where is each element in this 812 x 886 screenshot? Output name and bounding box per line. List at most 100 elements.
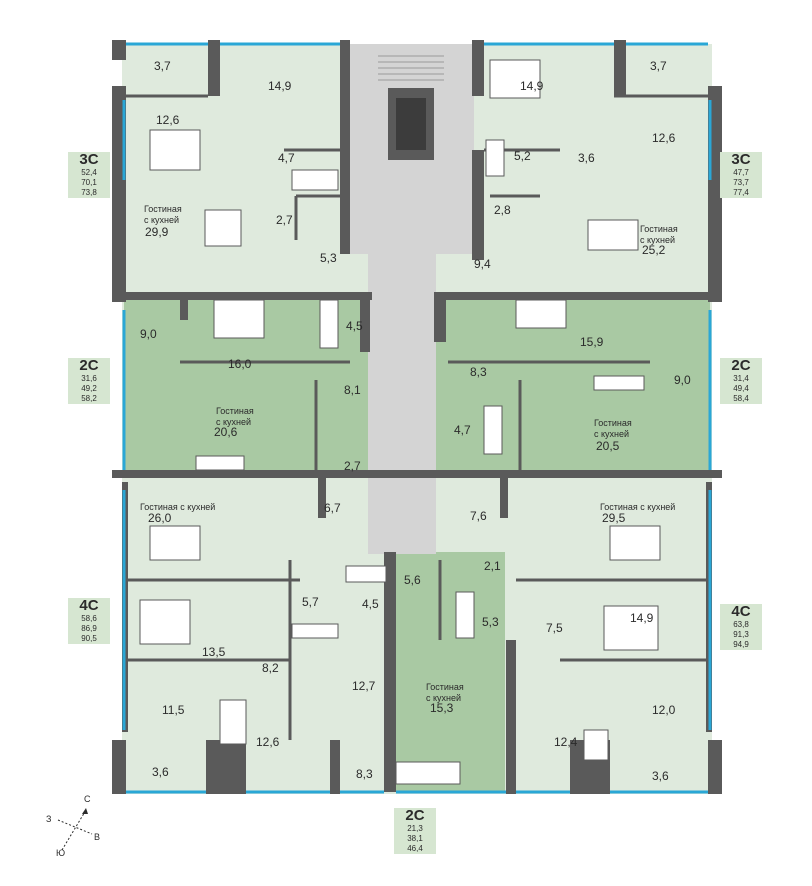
- kitchen-caption: с кухней: [426, 693, 461, 703]
- room-area: 5,3: [320, 251, 337, 265]
- apartment-area: 58,4: [733, 394, 749, 403]
- apartment-type: 4С: [79, 597, 99, 614]
- apartment-area: 73,7: [733, 178, 749, 187]
- apartment-badge: 2С 21,3 38,1 46,4: [394, 808, 436, 854]
- room-area: 20,6: [214, 425, 238, 439]
- room-area: 7,6: [470, 509, 487, 523]
- apartment-type: 3С: [79, 151, 99, 168]
- apartment-badge: 3С 47,7 73,7 77,4: [720, 152, 762, 198]
- apartment-area: 47,7: [733, 168, 749, 177]
- apartment-area: 46,4: [407, 844, 423, 853]
- apartment-badge: 2С 31,4 49,4 58,4: [720, 358, 762, 404]
- stairs: [378, 55, 444, 81]
- room-area: 4,7: [454, 423, 471, 437]
- furniture: [139, 59, 661, 785]
- room-area: 26,0: [148, 511, 172, 525]
- room-area: 8,2: [262, 661, 279, 675]
- room-area: 9,4: [474, 257, 491, 271]
- apartment-area: 63,8: [733, 620, 749, 629]
- kitchen-caption: с кухней: [216, 417, 251, 427]
- kitchen-caption: с кухней: [594, 429, 629, 439]
- room-area: 4,5: [346, 319, 363, 333]
- room-area: 7,5: [546, 621, 563, 635]
- living-caption: Гостиная: [426, 682, 464, 692]
- apartment-area: 38,1: [407, 834, 423, 843]
- room-area: 29,9: [145, 225, 169, 239]
- room-area: 8,3: [470, 365, 487, 379]
- apartment-area: 77,4: [733, 188, 749, 197]
- apartment-area: 94,9: [733, 640, 749, 649]
- apartment-2c-bottom: [395, 552, 505, 792]
- apartment-area: 31,6: [81, 374, 97, 383]
- room-area: 3,7: [650, 59, 667, 73]
- room-area: 15,9: [580, 335, 604, 349]
- apartment-type: 2С: [731, 357, 751, 374]
- room-area: 29,5: [602, 511, 626, 525]
- room-area: 3,6: [152, 765, 169, 779]
- apartment-area: 58,6: [81, 614, 97, 623]
- apartment-badge: 4С 63,8 91,3 94,9: [720, 604, 762, 650]
- room-area: 16,0: [228, 357, 252, 371]
- apartment-area: 21,3: [407, 824, 423, 833]
- living-caption: Гостиная: [594, 418, 632, 428]
- room-area: 5,6: [404, 573, 421, 587]
- room-area: 4,5: [362, 597, 379, 611]
- room-area: 4,7: [278, 151, 295, 165]
- room-labels: 3,7 14,9 12,6 4,7 2,7 5,3 29,9 14,9 3,7 …: [140, 59, 691, 783]
- kitchen-caption: с кухней: [144, 215, 179, 225]
- windows: [122, 42, 712, 794]
- living-caption: Гостиная: [144, 204, 182, 214]
- room-area: 12,7: [352, 679, 376, 693]
- room-area: 8,1: [344, 383, 361, 397]
- room-area: 14,9: [630, 611, 654, 625]
- living-caption: Гостиная: [640, 224, 678, 234]
- apartment-type: 2С: [405, 807, 425, 824]
- room-area: 3,6: [578, 151, 595, 165]
- room-area: 9,0: [140, 327, 157, 341]
- room-area: 5,3: [482, 615, 499, 629]
- room-area: 12,6: [156, 113, 180, 127]
- apartment-area: 49,4: [733, 384, 749, 393]
- apartment-area: 70,1: [81, 178, 97, 187]
- compass-east: В: [94, 832, 101, 842]
- room-area: 25,2: [642, 243, 666, 257]
- apartment-area: 52,4: [81, 168, 97, 177]
- room-area: 12,6: [256, 735, 280, 749]
- compass-south: Ю: [56, 848, 66, 858]
- room-area: 5,2: [514, 149, 531, 163]
- partitions: [126, 94, 708, 740]
- room-area: 9,0: [674, 373, 691, 387]
- apartment-type: 4С: [731, 603, 751, 620]
- corridor: [368, 254, 436, 554]
- room-area: 5,7: [302, 595, 319, 609]
- living-caption: Гостиная: [216, 406, 254, 416]
- room-area: 12,4: [554, 735, 578, 749]
- apartment-badge: 4С 58,6 86,9 90,5: [68, 598, 110, 644]
- room-area: 20,5: [596, 439, 620, 453]
- room-area: 8,3: [356, 767, 373, 781]
- room-area: 3,7: [154, 59, 171, 73]
- apartment-badge: 2С 31,6 49,2 58,2: [68, 358, 110, 404]
- room-area: 11,5: [162, 703, 185, 717]
- apartment-type: 3С: [731, 151, 751, 168]
- room-area: 14,9: [520, 79, 544, 93]
- apartment-area: 31,4: [733, 374, 749, 383]
- room-area: 2,7: [344, 459, 361, 473]
- apartment-area: 90,5: [81, 634, 97, 643]
- compass-north: С: [84, 794, 91, 804]
- compass-arrow-icon: [57, 808, 93, 851]
- apartment-area: 58,2: [81, 394, 97, 403]
- living-caption: Гостиная с кухней: [600, 502, 675, 512]
- room-area: 6,7: [324, 501, 341, 515]
- room-area: 2,7: [276, 213, 293, 227]
- room-area: 15,3: [430, 701, 454, 715]
- apartment-badge: 3С 52,4 70,1 73,8: [68, 152, 110, 198]
- room-area: 2,1: [484, 559, 501, 573]
- apartment-2c-right: [436, 296, 710, 472]
- room-area: 12,0: [652, 703, 676, 717]
- apartment-type: 2С: [79, 357, 99, 374]
- compass-rose: С З В Ю: [46, 794, 108, 860]
- room-area: 3,6: [652, 769, 669, 783]
- room-captions: Гостиная с кухней Гостиная с кухней Гост…: [140, 204, 678, 703]
